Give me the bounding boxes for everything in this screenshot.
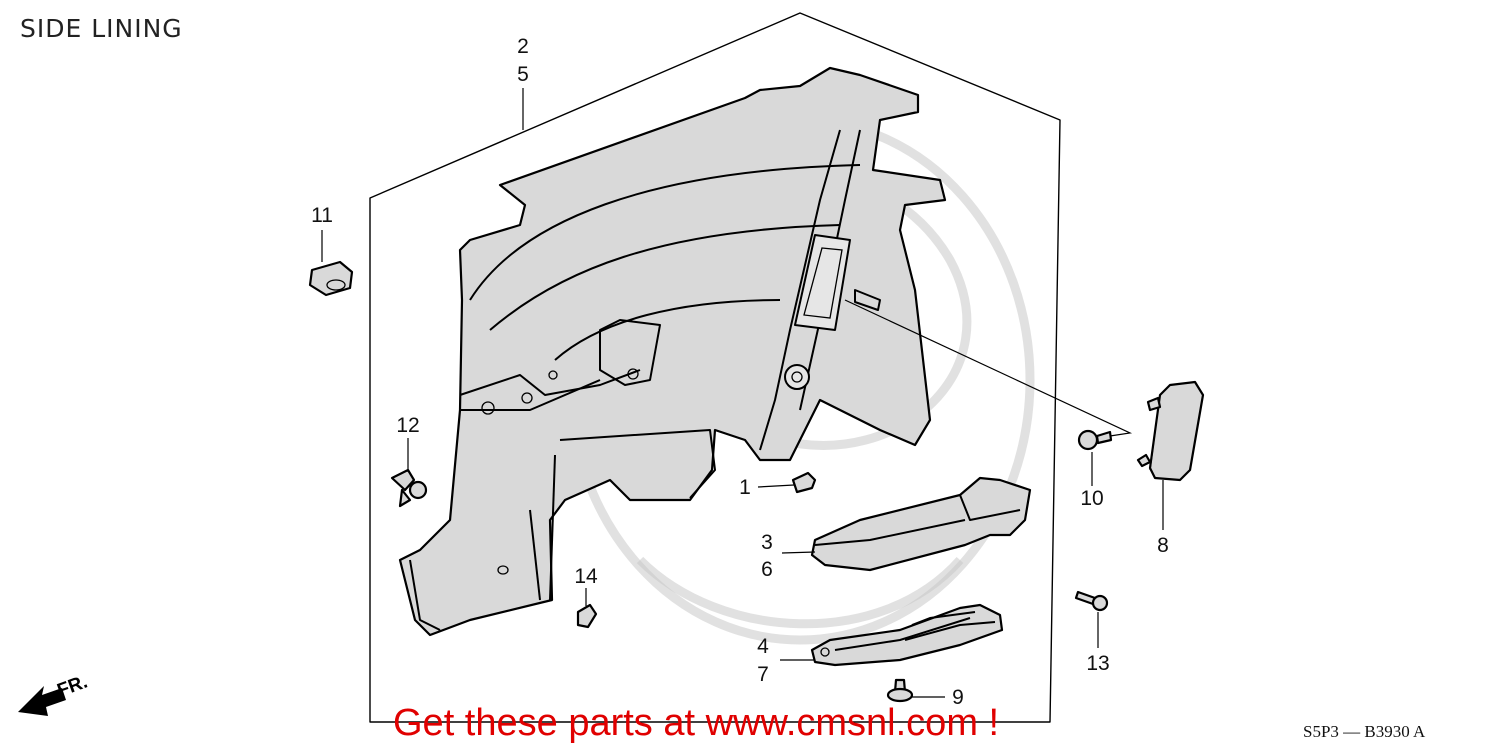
callout-10: 10: [1080, 487, 1103, 510]
plug-part-14[interactable]: [576, 603, 598, 629]
callout-13: 13: [1086, 652, 1109, 675]
push-clip-part-12[interactable]: [390, 468, 428, 508]
callout-4: 4: [757, 635, 769, 658]
diagram-title: SIDE LINING: [20, 14, 183, 43]
cover-part-8[interactable]: [1136, 380, 1205, 482]
front-direction-label: FR.: [55, 671, 91, 701]
callout-12: 12: [396, 414, 419, 437]
callout-8: 8: [1157, 534, 1169, 557]
assembly-frame: [369, 12, 1061, 723]
callout-3: 3: [761, 531, 773, 554]
callout-7: 7: [757, 663, 769, 686]
diagram-code: S5P3 — B3930 A: [1303, 722, 1426, 741]
callout-9: 9: [952, 686, 964, 709]
callout-14: 14: [574, 565, 598, 588]
callout-6: 6: [761, 558, 773, 581]
leader-lines: [321, 88, 1164, 698]
handle-pocket-part-4-7[interactable]: [810, 603, 1004, 667]
watermark-text: Get these parts at www.cmsnl.com !: [393, 702, 1000, 744]
armrest-trim-part-3-6[interactable]: [810, 476, 1032, 572]
callout-labels: 2 5 11 12 1 3 6 14 4 7 9 10 8 13: [311, 35, 1169, 709]
side-lining-panel[interactable]: [398, 66, 947, 637]
fastener-part-9[interactable]: [886, 678, 914, 703]
clip-part-1[interactable]: [791, 471, 817, 494]
screw-cap-part-10[interactable]: [1077, 429, 1113, 451]
callout-5: 5: [517, 63, 529, 86]
callout-2: 2: [517, 35, 529, 58]
callout-1: 1: [739, 476, 751, 499]
front-direction-arrow: FR.: [18, 671, 90, 716]
clip-part-11[interactable]: [308, 260, 354, 297]
screw-part-13[interactable]: [1074, 590, 1109, 612]
callout-11: 11: [311, 204, 333, 227]
